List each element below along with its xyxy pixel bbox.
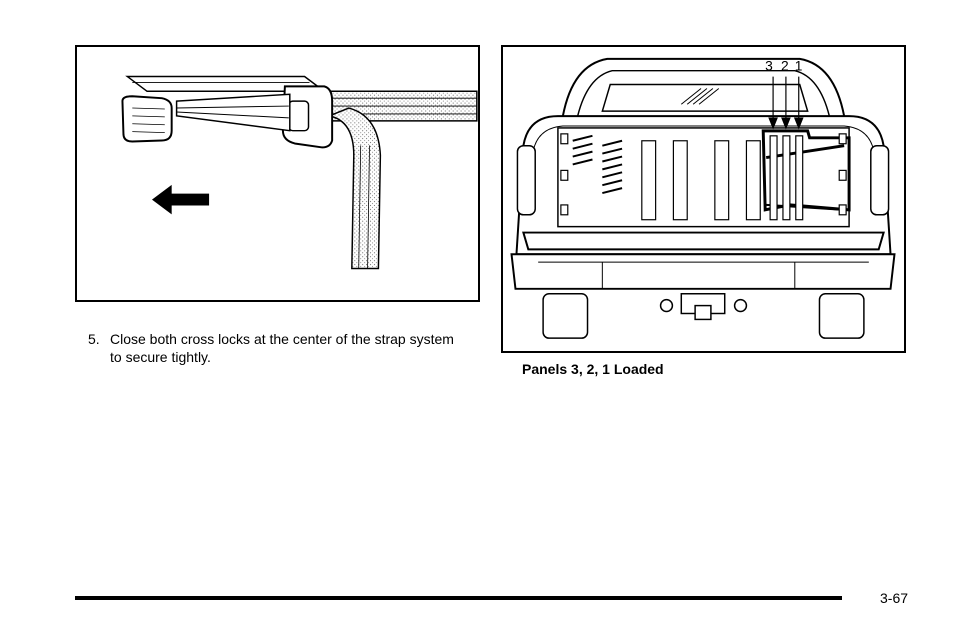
figure-caption: Panels 3, 2, 1 Loaded — [522, 361, 664, 377]
loaded-panels — [761, 129, 851, 221]
step-text: Close both cross locks at the center of … — [110, 331, 454, 365]
footer-rule — [75, 596, 842, 600]
page-number: 3-67 — [880, 590, 909, 606]
vertical-strap — [326, 107, 382, 270]
truck-tailgate-illustration: 3 2 1 — [501, 45, 906, 353]
panel-label-2: 2 — [781, 58, 789, 74]
cross-lock-buckle — [121, 85, 334, 149]
truck-tailgate-drawing: 3 2 1 — [510, 58, 896, 339]
left-arrow-icon — [151, 184, 210, 215]
cross-lock-illustration — [75, 45, 480, 302]
panel-label-3: 3 — [765, 58, 773, 74]
step-number: 5. — [88, 331, 100, 347]
panel-label-1: 1 — [795, 58, 803, 74]
instruction-step: 5. Close both cross locks at the center … — [88, 330, 468, 366]
cross-lock-drawing — [121, 75, 478, 270]
